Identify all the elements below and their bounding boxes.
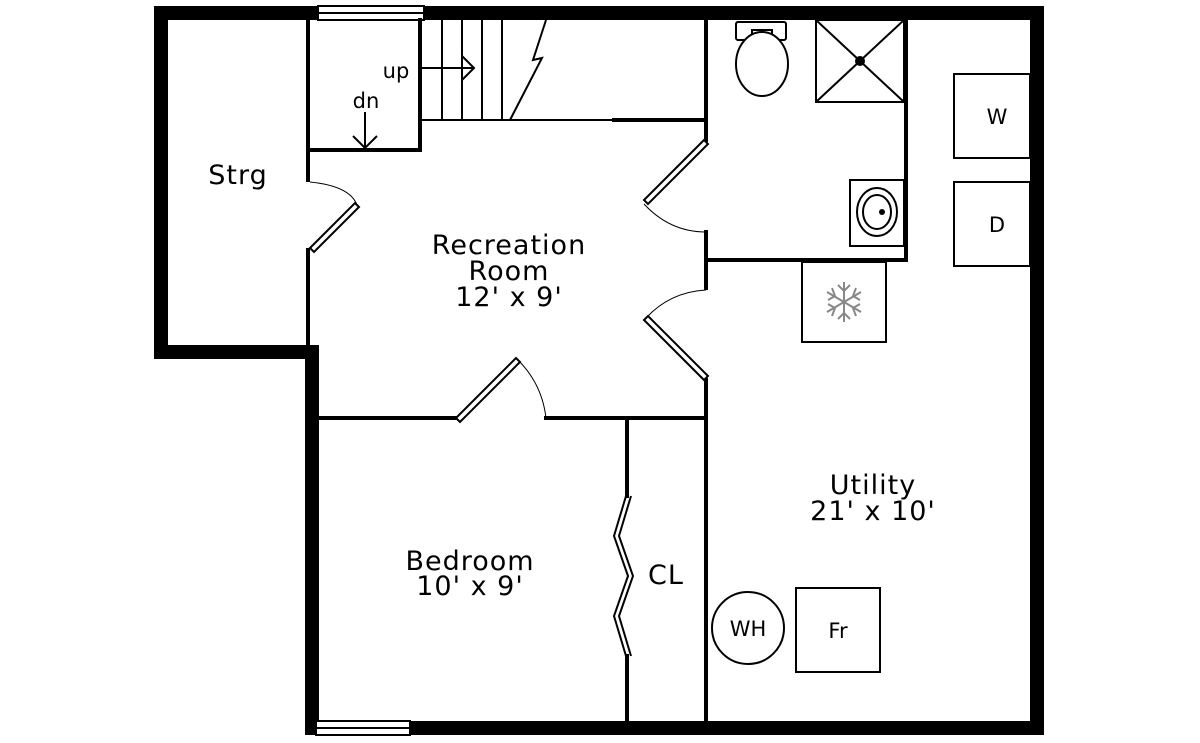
stairs-up-label: up: [383, 59, 410, 83]
closet-bifold-door: [612, 495, 635, 657]
furnace: Fr: [795, 587, 881, 673]
stairs-down-label: dn: [353, 89, 380, 113]
toilet-icon: [735, 21, 789, 97]
door-bedroom: [454, 356, 547, 424]
furnace-label: Fr: [828, 619, 848, 643]
interior-walls: [306, 18, 908, 723]
shower-icon: [815, 19, 905, 103]
utility-size: 21' x 10': [810, 496, 936, 527]
utility-name: Utility: [830, 470, 916, 501]
window-top: [317, 5, 425, 21]
dryer: D: [953, 181, 1031, 267]
recreation-room-name-line2: Room: [469, 256, 550, 287]
washer-label: W: [987, 105, 1008, 129]
exterior-wall: [154, 6, 1044, 735]
door-storage: [308, 181, 361, 254]
recreation-room-name: Recreation: [432, 230, 586, 261]
ac-unit: [801, 261, 887, 343]
recreation-room-size: 12' x 9': [455, 282, 563, 313]
water-heater-label: WH: [730, 617, 767, 641]
storage-label: Strg: [208, 160, 268, 191]
sink-icon: [849, 179, 905, 247]
closet-label: CL: [648, 560, 684, 591]
bedroom-name: Bedroom: [405, 546, 534, 577]
dryer-label: D: [989, 213, 1005, 237]
stairs: [352, 19, 614, 150]
water-heater: WH: [711, 591, 785, 665]
bedroom-size: 10' x 9': [416, 571, 524, 602]
door-bathroom: [642, 138, 710, 233]
washer: W: [953, 73, 1031, 159]
snowflake-icon: [826, 282, 862, 322]
window-bottom: [315, 720, 411, 736]
door-utility: [642, 289, 710, 382]
